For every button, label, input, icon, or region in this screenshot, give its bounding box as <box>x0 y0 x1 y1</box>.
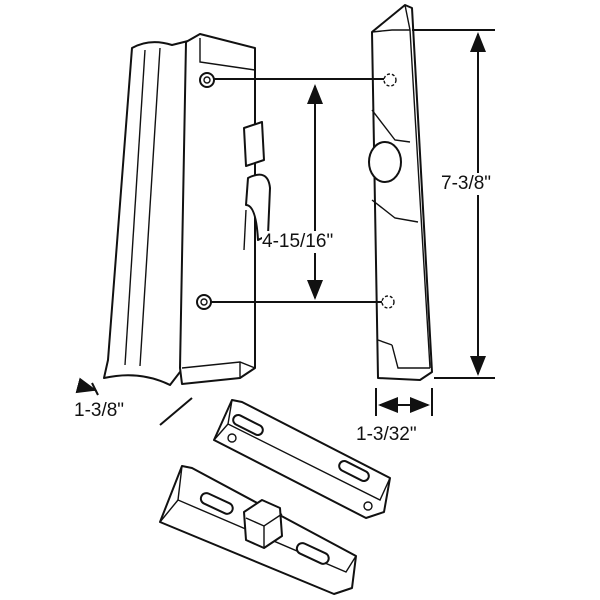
keeper-bracket <box>213 399 391 519</box>
spindle-hole <box>368 141 402 183</box>
strike-bracket <box>159 465 357 595</box>
screw-hole-bottom <box>196 294 212 310</box>
latch-slide <box>243 121 265 167</box>
hole-spacing-label: 4-15/16" <box>262 231 334 253</box>
overall-height-label: 7-3/8" <box>441 173 492 195</box>
screw-hole-top <box>199 72 215 88</box>
latch-width-label: 1-3/32" <box>356 424 417 446</box>
exterior-handle <box>103 33 271 386</box>
handle-depth-label: 1-3/8" <box>74 400 125 422</box>
interior-handle <box>368 4 433 381</box>
